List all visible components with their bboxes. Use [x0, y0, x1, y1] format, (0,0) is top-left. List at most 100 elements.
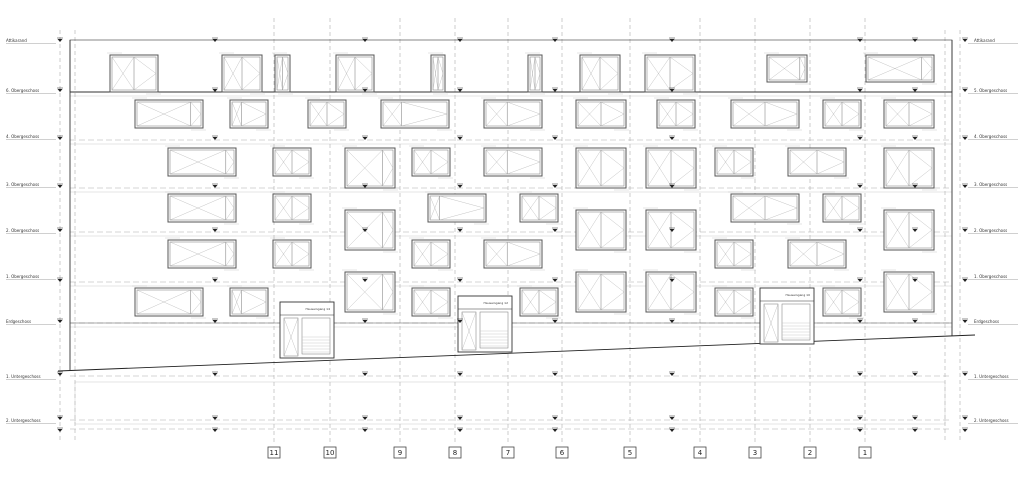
door-canopy [457, 295, 513, 353]
window-sash [675, 101, 694, 115]
window-sash [600, 167, 625, 187]
window [132, 285, 206, 319]
window-sash [429, 195, 440, 221]
window-sash [600, 149, 625, 169]
level-marker [669, 39, 675, 42]
window [517, 285, 561, 319]
window-frame [380, 99, 450, 129]
window-sash [577, 273, 602, 311]
level-marker [457, 320, 463, 323]
axis-tag-box [323, 446, 337, 459]
level-marker [912, 185, 918, 188]
window [712, 145, 756, 179]
window-sash [225, 253, 235, 267]
window-sash [824, 289, 843, 315]
window-sash [401, 113, 448, 127]
level-marker [362, 185, 368, 188]
window-sash [291, 241, 310, 255]
door-leaf [301, 317, 331, 355]
axis-tag-label: 4 [698, 449, 703, 457]
window-sash [733, 253, 752, 267]
window [270, 145, 314, 179]
window-sash [534, 56, 541, 74]
level-marker [962, 373, 968, 376]
level-marker [57, 417, 63, 420]
window-sash [346, 273, 383, 311]
window-sash [169, 195, 226, 221]
window [165, 191, 239, 225]
window-sash [413, 289, 432, 315]
window-sash [538, 195, 557, 209]
level-marker [457, 279, 463, 282]
window-frame [427, 193, 487, 223]
level-marker [669, 185, 675, 188]
window-sash [867, 56, 922, 81]
level-marker [57, 185, 63, 188]
window-sash [675, 113, 694, 127]
level-marker [962, 229, 968, 232]
level-marker [669, 229, 675, 232]
window-sash [382, 273, 394, 293]
window [342, 207, 398, 253]
windows [107, 52, 937, 319]
window-sash [581, 56, 601, 91]
window-sash [824, 195, 843, 221]
window-sash [190, 301, 202, 315]
level-marker [362, 373, 368, 376]
level-label-right: 1. Obergeschoss [974, 274, 1007, 279]
axis-tag: 11 [267, 446, 281, 459]
window-sash [382, 167, 394, 187]
window-sash [841, 195, 860, 209]
door-sash [283, 317, 299, 357]
window-sash [291, 161, 310, 175]
window [132, 97, 206, 131]
level-marker [857, 429, 863, 432]
window-sash [439, 195, 485, 209]
window-sash [169, 241, 226, 267]
axis-tag-label: 1 [863, 449, 867, 457]
window-sash [507, 149, 541, 163]
window [227, 97, 271, 131]
window-sash [908, 229, 933, 249]
door-sidelight [763, 303, 779, 343]
window-sash [658, 101, 677, 127]
door-sidelight [283, 317, 299, 357]
window [227, 285, 271, 319]
level-marker [552, 417, 558, 420]
window-frame [167, 239, 237, 269]
axis-tag-box [555, 446, 569, 459]
level-marker [857, 89, 863, 92]
terrain-line [57, 334, 976, 372]
level-marker [212, 89, 218, 92]
window-sash [733, 301, 752, 315]
window-sash [816, 241, 845, 255]
window-sash [430, 301, 449, 315]
window-sash [816, 161, 845, 175]
floor-lines [57, 39, 976, 430]
level-marker [457, 417, 463, 420]
window-sash [599, 73, 619, 91]
window-sash [133, 56, 157, 74]
window [863, 52, 937, 85]
window [409, 237, 453, 271]
window-sash [733, 289, 752, 303]
window-sash [430, 149, 449, 163]
level-marker [962, 429, 968, 432]
level-label-right: Attikarand [974, 38, 995, 43]
window-frame [229, 287, 269, 317]
window-sash [225, 195, 235, 209]
window [820, 97, 864, 131]
level-marker [57, 373, 63, 376]
window [785, 145, 849, 179]
level-marker [912, 279, 918, 282]
window-frame [483, 147, 543, 177]
window-sash [231, 289, 242, 315]
window-sash [600, 113, 625, 127]
window-sash [382, 211, 394, 231]
window-sash [670, 167, 695, 187]
level-marker [857, 137, 863, 140]
window-sash [413, 241, 432, 267]
window-sash [733, 241, 752, 255]
window [425, 191, 489, 225]
